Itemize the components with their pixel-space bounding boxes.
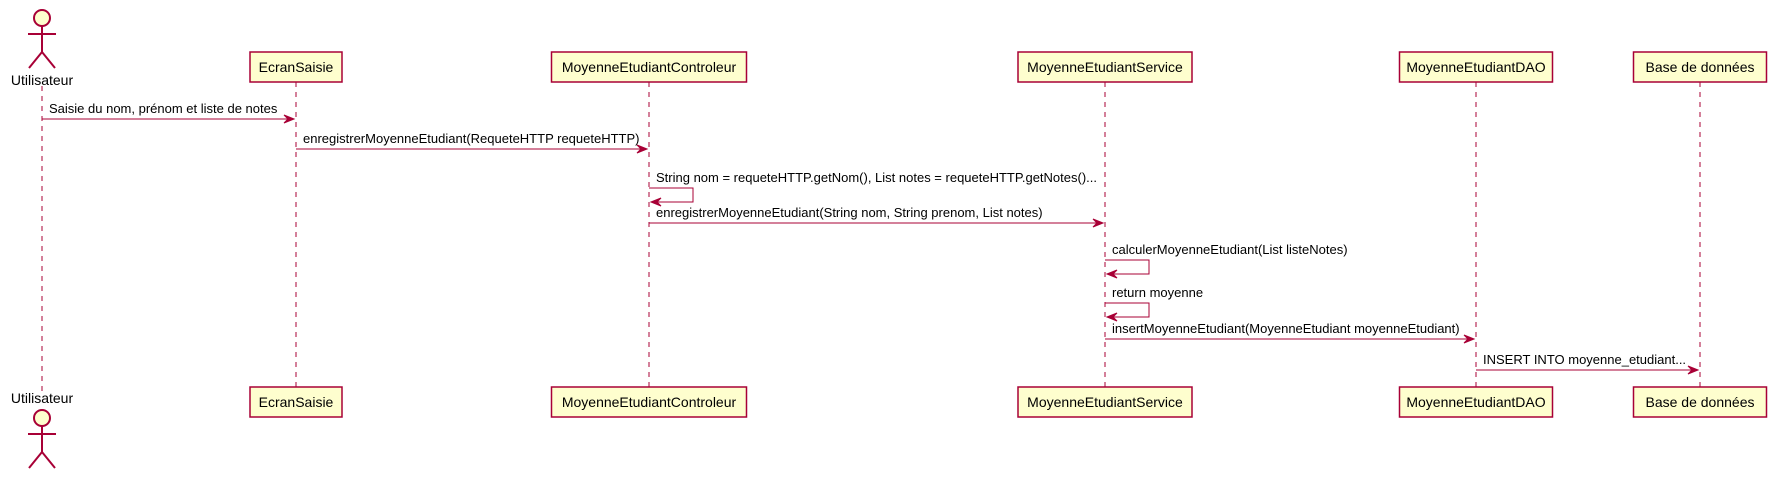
actor-head bbox=[33, 409, 51, 427]
actor-leg-left bbox=[28, 51, 43, 69]
message-label: Saisie du nom, prénom et liste de notes bbox=[49, 101, 278, 116]
message-arrowhead bbox=[649, 197, 662, 207]
message-arrowhead bbox=[283, 114, 296, 124]
message-6: return moyenne bbox=[1105, 285, 1203, 322]
message-4: enregistrerMoyenneEtudiant(String nom, S… bbox=[649, 205, 1105, 228]
participant-box-controleur-bottom bbox=[550, 386, 748, 418]
message-1: Saisie du nom, prénom et liste de notes bbox=[42, 101, 296, 124]
participant-label-controleur-top: MoyenneEtudiantControleur bbox=[562, 59, 737, 75]
message-5: calculerMoyenneEtudiant(List listeNotes) bbox=[1105, 242, 1348, 279]
participant-box-service-top bbox=[1017, 51, 1193, 83]
actor-leg-left bbox=[28, 451, 43, 469]
participant-label-db-top: Base de données bbox=[1646, 59, 1755, 75]
participant-label-controleur-bottom: MoyenneEtudiantControleur bbox=[562, 394, 737, 410]
message-arrowhead bbox=[1105, 269, 1118, 279]
message-3: String nom = requeteHTTP.getNom(), List … bbox=[649, 170, 1097, 207]
participant-label-dao-bottom: MoyenneEtudiantDAO bbox=[1406, 394, 1545, 410]
message-arrowhead bbox=[1105, 312, 1118, 322]
participant-box-dao-bottom bbox=[1398, 386, 1554, 418]
participant-label-ecran-top: EcranSaisie bbox=[259, 59, 334, 75]
actor-leg-right bbox=[41, 51, 56, 69]
participant-label-service-bottom: MoyenneEtudiantService bbox=[1027, 394, 1183, 410]
participant-label-service-top: MoyenneEtudiantService bbox=[1027, 59, 1183, 75]
actor-label-bottom: Utilisateur bbox=[11, 390, 74, 406]
message-label: return moyenne bbox=[1112, 285, 1203, 300]
message-2: enregistrerMoyenneEtudiant(RequeteHTTP r… bbox=[296, 131, 649, 154]
message-7: insertMoyenneEtudiant(MoyenneEtudiant mo… bbox=[1105, 321, 1476, 344]
participants: UtilisateurUtilisateurEcranSaisieEcranSa… bbox=[11, 9, 1768, 469]
message-label: String nom = requeteHTTP.getNom(), List … bbox=[656, 170, 1097, 185]
participant-label-db-bottom: Base de données bbox=[1646, 394, 1755, 410]
participant-box-db-top bbox=[1632, 51, 1768, 83]
participant-box-ecran-bottom bbox=[249, 386, 343, 418]
message-8: INSERT INTO moyenne_etudiant... bbox=[1476, 352, 1700, 375]
participant-box-controleur-top bbox=[550, 51, 748, 83]
message-arrowhead bbox=[1687, 365, 1700, 375]
actor-head bbox=[33, 9, 51, 27]
message-label: enregistrerMoyenneEtudiant(RequeteHTTP r… bbox=[303, 131, 639, 146]
message-loop bbox=[1105, 259, 1150, 275]
participant-box-dao-top bbox=[1398, 51, 1554, 83]
message-label: INSERT INTO moyenne_etudiant... bbox=[1483, 352, 1686, 367]
participant-box-db-bottom bbox=[1632, 386, 1768, 418]
actor-figure-bottom bbox=[28, 409, 56, 469]
message-label: enregistrerMoyenneEtudiant(String nom, S… bbox=[656, 205, 1043, 220]
messages: Saisie du nom, prénom et liste de notes e… bbox=[42, 101, 1700, 375]
message-arrowhead bbox=[1463, 334, 1476, 344]
message-label: calculerMoyenneEtudiant(List listeNotes) bbox=[1112, 242, 1348, 257]
participant-box-ecran-top bbox=[249, 51, 343, 83]
lifelines bbox=[41, 82, 1701, 392]
message-arrowhead bbox=[636, 144, 649, 154]
participant-label-dao-top: MoyenneEtudiantDAO bbox=[1406, 59, 1545, 75]
actor-figure-top bbox=[28, 9, 56, 69]
participant-label-ecran-bottom: EcranSaisie bbox=[259, 394, 334, 410]
message-arrowhead bbox=[1092, 218, 1105, 228]
message-loop bbox=[1105, 302, 1150, 318]
actor-leg-right bbox=[41, 451, 56, 469]
participant-box-service-bottom bbox=[1017, 386, 1193, 418]
actor-label-top: Utilisateur bbox=[11, 72, 74, 88]
message-loop bbox=[649, 187, 694, 203]
message-label: insertMoyenneEtudiant(MoyenneEtudiant mo… bbox=[1112, 321, 1460, 336]
